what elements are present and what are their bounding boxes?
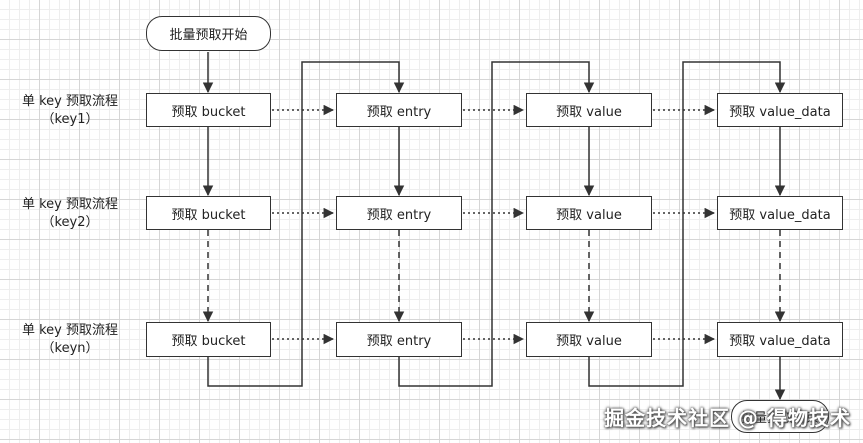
value-to-value-data-loop (588, 61, 786, 387)
prefetch-entry-box: 预取 entry (336, 196, 462, 230)
prefetch-bucket-box: 预取 bucket (146, 93, 271, 127)
row-label-key1: 单 key 预取流程 （key1） (0, 93, 140, 129)
prefetch-value-box: 预取 value (526, 196, 652, 230)
prefetch-bucket-box: 预取 bucket (146, 196, 271, 230)
row-label-key: （key2） (41, 215, 99, 230)
bucket-to-entry-loop (207, 61, 405, 387)
row-label-title: 单 key 预取流程 (21, 94, 119, 109)
watermark: 掘金技术社区 @ 得物技术 (604, 406, 851, 430)
start-node: 批量预取开始 (146, 16, 271, 51)
row-label-title: 单 key 预取流程 (21, 197, 119, 212)
prefetch-bucket-box: 预取 bucket (146, 322, 271, 357)
row-label-key: （key1） (41, 112, 99, 127)
row-label-keyn: 单 key 预取流程 （keyn） (0, 322, 140, 358)
row-label-title: 单 key 预取流程 (21, 323, 119, 338)
entry-to-value-loop (398, 61, 595, 387)
prefetch-value-data-box: 预取 value_data (717, 322, 843, 357)
row-label-key: （keyn） (41, 341, 99, 356)
prefetch-value-data-box: 预取 value_data (717, 93, 843, 127)
prefetch-value-box: 预取 value (526, 93, 652, 127)
prefetch-entry-box: 预取 entry (336, 322, 462, 357)
end-node: 批量预取结束 (731, 400, 829, 433)
prefetch-value-box: 预取 value (526, 322, 652, 357)
row-label-key2: 单 key 预取流程 （key2） (0, 196, 140, 232)
prefetch-value-data-box: 预取 value_data (717, 196, 843, 230)
prefetch-entry-box: 预取 entry (336, 93, 462, 127)
